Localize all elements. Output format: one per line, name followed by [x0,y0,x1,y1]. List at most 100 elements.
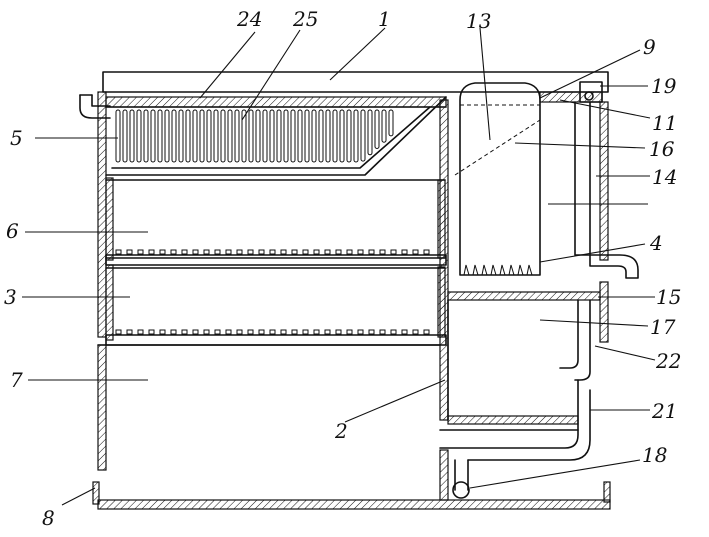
tray-bump [159,249,166,255]
tray-bump [346,329,353,335]
tray-bump [214,329,221,335]
tray-bump [423,329,430,335]
tray-bump [203,249,210,255]
filter-fin [220,109,226,163]
vessel-tooth [508,264,515,276]
filter-fin [157,109,163,163]
filter-frame [105,96,447,176]
tray-bump [302,329,309,335]
tray-bump [379,249,386,255]
partition-wall [439,99,449,501]
filter-fin [213,109,219,163]
filter-fin [353,109,359,163]
filter-fin [171,109,177,163]
tray-bump [137,329,144,335]
bottom-chamber [97,344,611,510]
filter-fin [311,109,317,163]
tray-bump [192,329,199,335]
filter-fin [199,109,205,163]
label-24: 24 [236,7,262,31]
tray-bump [225,329,232,335]
tray-bump [181,329,188,335]
tray-bump [247,249,254,255]
tray-bump [423,249,430,255]
mid-plate [447,291,601,301]
tray-bump [269,329,276,335]
label-22: 22 [655,349,681,373]
vessel-tooth [463,264,470,276]
filter-fin [255,109,261,163]
filter-fin [304,109,310,163]
tray-bump [258,249,265,255]
tray-bump [170,329,177,335]
tray-bump [236,329,243,335]
filter-fin [136,109,142,163]
label-9: 9 [643,35,656,59]
filter-fin [388,109,394,137]
tray-bump [357,249,364,255]
tray-bump [192,249,199,255]
tray-bump [258,329,265,335]
tray-bump [170,249,177,255]
label-6: 6 [6,219,19,243]
tray-bump [335,329,342,335]
lower-right-chamber [439,299,591,499]
tray-bump [390,249,397,255]
filter-fin [283,109,289,163]
filter-fin [332,109,338,163]
label-8: 8 [42,506,55,530]
filter-fin [241,109,247,163]
label-5: 5 [10,126,23,150]
filter-fin [346,109,352,163]
label-3: 3 [4,285,17,309]
tray-bump [324,249,331,255]
label-21: 21 [651,399,677,423]
filter-fin [339,109,345,163]
outlet-spout [574,101,639,279]
filter-fin [248,109,254,163]
tray-bump [412,329,419,335]
tray-bump [115,329,122,335]
label-15: 15 [656,285,681,309]
tray-bump [269,249,276,255]
filter-fin [276,109,282,163]
inlet-pipe [79,94,111,119]
vessel-tooth [472,264,479,276]
tray-bump [236,249,243,255]
tray-bump [137,249,144,255]
filter-fin [206,109,212,163]
label-4: 4 [649,231,663,255]
tray-bump [247,329,254,335]
left-outer-wall [92,91,107,505]
filter-fin [374,109,380,149]
label-11: 11 [652,111,677,135]
filter-fin [178,109,184,163]
tray-bump [115,249,122,255]
tray-bump [368,329,375,335]
leader-lines [22,27,656,506]
vessel-tooth [490,264,497,276]
tray-bump [214,249,221,255]
tray-bump [313,329,320,335]
tray-bump [390,329,397,335]
right-vessel [454,82,541,276]
right-outer-wall [599,101,611,503]
filter-fin [360,109,366,162]
top-lid [102,71,609,93]
tray-bump [335,249,342,255]
part-labels: 24 25 1 13 9 19 11 16 14 4 15 17 22 21 1… [4,7,681,530]
label-2: 2 [334,419,348,443]
filter-fin [115,109,121,163]
tray-bump [368,249,375,255]
filter-fin [262,109,268,163]
tray-bump [302,249,309,255]
filter-tray-3 [105,264,447,346]
vessel-tooth [517,264,524,276]
tray-bump [280,329,287,335]
filter-fin [164,109,170,163]
tray-bump [324,329,331,335]
filter-fin [381,109,387,143]
tray-bump [225,249,232,255]
tray-bump [126,249,133,255]
